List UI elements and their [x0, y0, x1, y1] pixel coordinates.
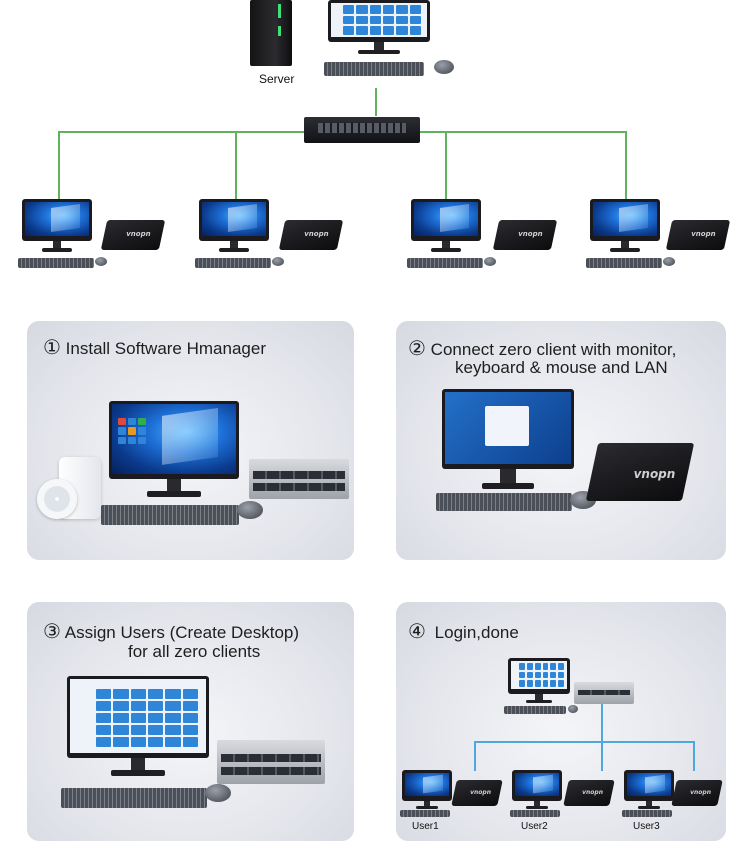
monitor-icon — [199, 199, 269, 253]
zero-client-icon: vnopn — [563, 780, 615, 806]
rack-server-icon — [574, 682, 634, 704]
mouse-icon — [237, 501, 263, 519]
keyboard-icon — [407, 258, 483, 268]
monitor-icon — [328, 0, 430, 56]
step-title: ③ Assign Users (Create Desktop) — [43, 621, 300, 643]
keyboard-icon — [622, 810, 672, 817]
monitor-icon — [442, 389, 574, 493]
monitor-icon — [512, 770, 562, 810]
install-disc-icon — [37, 479, 77, 519]
step-title: ① Install Software Hmanager — [43, 337, 266, 359]
zero-client-icon: vnopn — [492, 220, 558, 250]
keyboard-icon — [324, 62, 424, 76]
rack-server-icon — [249, 459, 349, 499]
zero-client-icon: vnopn — [585, 443, 695, 501]
monitor-icon — [67, 676, 209, 780]
keyboard-icon — [510, 810, 560, 817]
step-title: ④ Login,done — [408, 621, 519, 643]
monitor-icon — [109, 401, 239, 499]
step-title-line2: for all zero clients — [128, 642, 261, 661]
keyboard-icon — [101, 505, 239, 525]
server-tower-icon — [250, 0, 292, 66]
monitor-icon — [508, 658, 570, 704]
step-card-install: ① Install Software Hmanager — [27, 321, 354, 560]
server-label: Server — [259, 72, 295, 86]
step-number: ② — [408, 338, 426, 360]
mouse-icon — [484, 257, 496, 266]
mouse-icon — [95, 257, 107, 266]
step-card-login: ④ Login,done vnopn User1 — [396, 602, 726, 841]
zero-client-icon: vnopn — [665, 220, 731, 250]
monitor-icon — [624, 770, 674, 810]
mouse-icon — [205, 784, 231, 802]
step-card-connect: ② Connect zero client with monitor, keyb… — [396, 321, 726, 560]
step-number: ① — [43, 337, 61, 359]
step-card-assign: ③ Assign Users (Create Desktop) for all … — [27, 602, 354, 841]
mouse-icon — [272, 257, 284, 266]
step-title-line2: keyboard & mouse and LAN — [455, 358, 668, 377]
keyboard-icon — [504, 706, 566, 714]
mouse-icon — [568, 705, 578, 713]
keyboard-icon — [18, 258, 94, 268]
rack-server-icon — [217, 740, 325, 784]
mouse-icon — [434, 60, 454, 74]
monitor-icon — [590, 199, 660, 253]
mouse-icon — [663, 257, 675, 266]
monitor-icon — [411, 199, 481, 253]
app-dialog-icon — [485, 406, 529, 446]
monitor-icon — [402, 770, 452, 810]
user-label: User2 — [521, 821, 548, 832]
keyboard-icon — [436, 493, 572, 511]
user-label: User3 — [633, 821, 660, 832]
zero-client-icon: vnopn — [278, 220, 344, 250]
monitor-icon — [22, 199, 92, 253]
step-number: ④ — [408, 621, 426, 643]
network-switch-icon — [304, 117, 420, 143]
keyboard-icon — [586, 258, 662, 268]
zero-client-icon: vnopn — [671, 780, 723, 806]
user-label: User1 — [412, 821, 439, 832]
step-title: ② Connect zero client with monitor, — [408, 338, 677, 360]
zero-client-icon: vnopn — [451, 780, 503, 806]
keyboard-icon — [61, 788, 207, 808]
keyboard-icon — [400, 810, 450, 817]
keyboard-icon — [195, 258, 271, 268]
step-number: ③ — [43, 621, 61, 643]
zero-client-icon: vnopn — [100, 220, 166, 250]
